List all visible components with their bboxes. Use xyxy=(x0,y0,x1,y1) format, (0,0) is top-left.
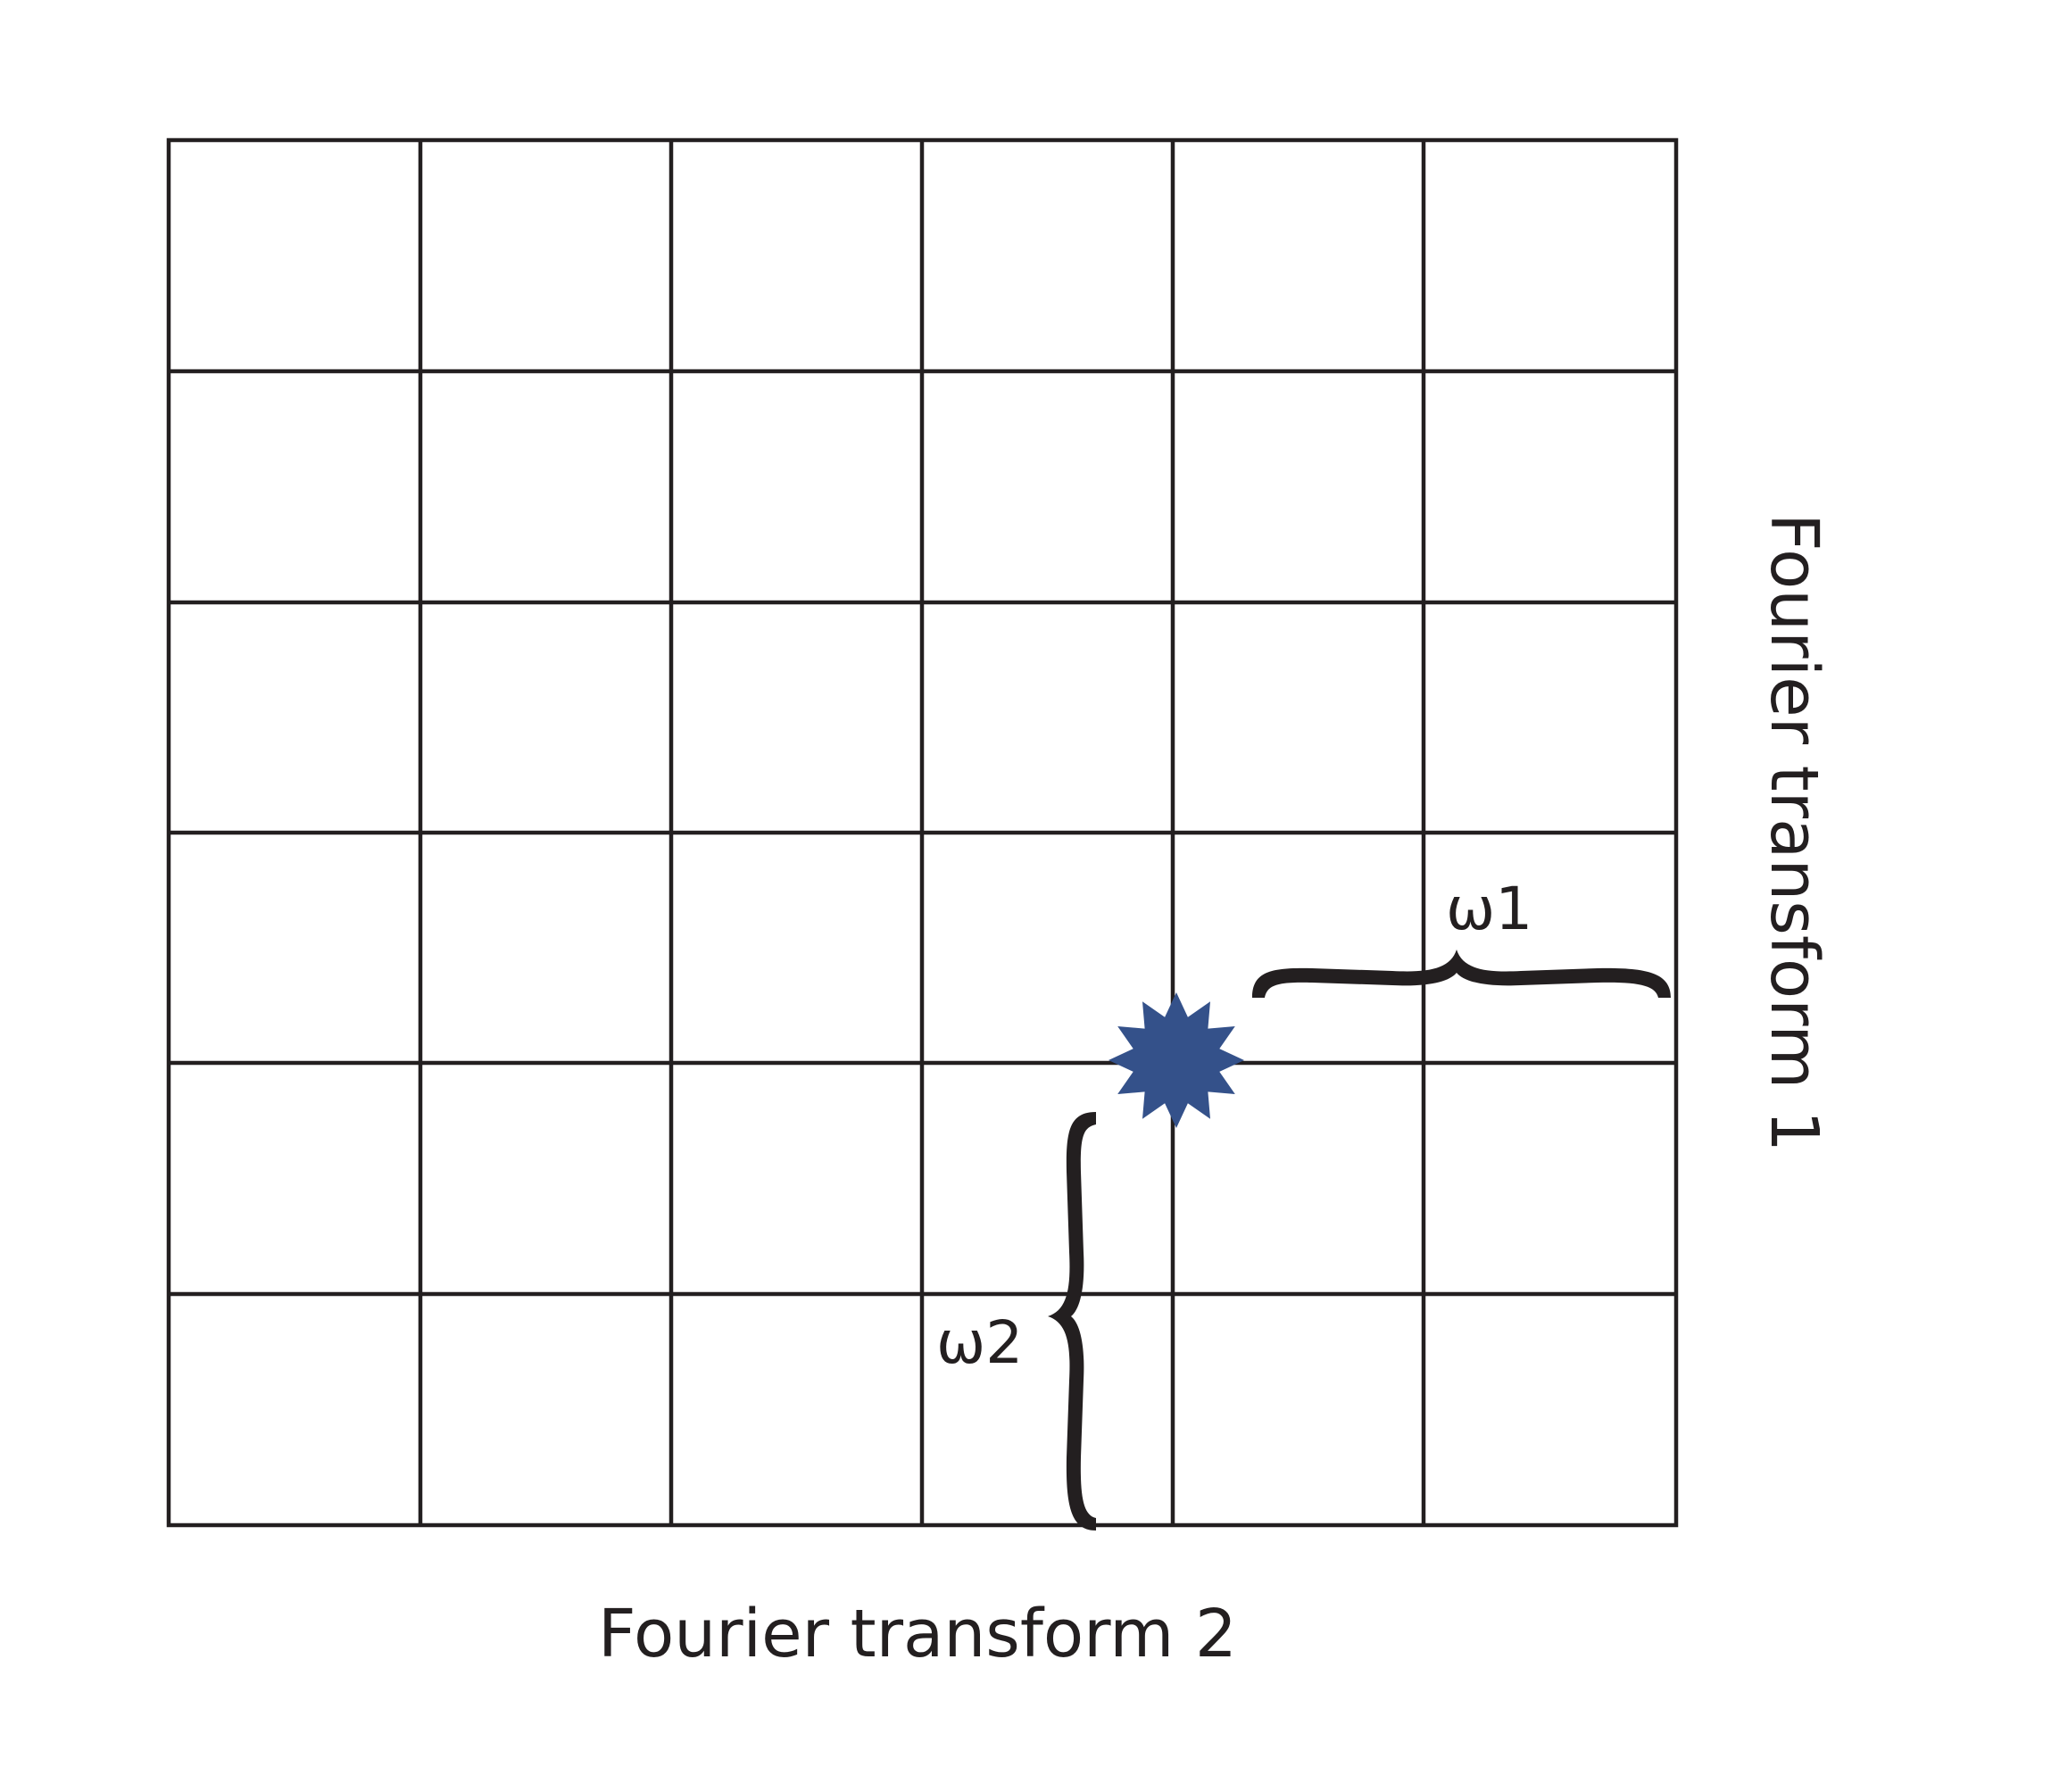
x-axis-label: Fourier transform 2 xyxy=(598,1596,1237,1672)
omega2-brace xyxy=(1048,1112,1096,1531)
omega1-label: ω1 xyxy=(1446,875,1532,943)
y-axis-label: Fourier transform 1 xyxy=(1756,513,1832,1152)
peak-star-icon xyxy=(1109,992,1244,1128)
omega2-label: ω2 xyxy=(936,1308,1023,1377)
frequency-grid xyxy=(166,137,1679,1528)
omega1-brace xyxy=(1252,950,1671,998)
